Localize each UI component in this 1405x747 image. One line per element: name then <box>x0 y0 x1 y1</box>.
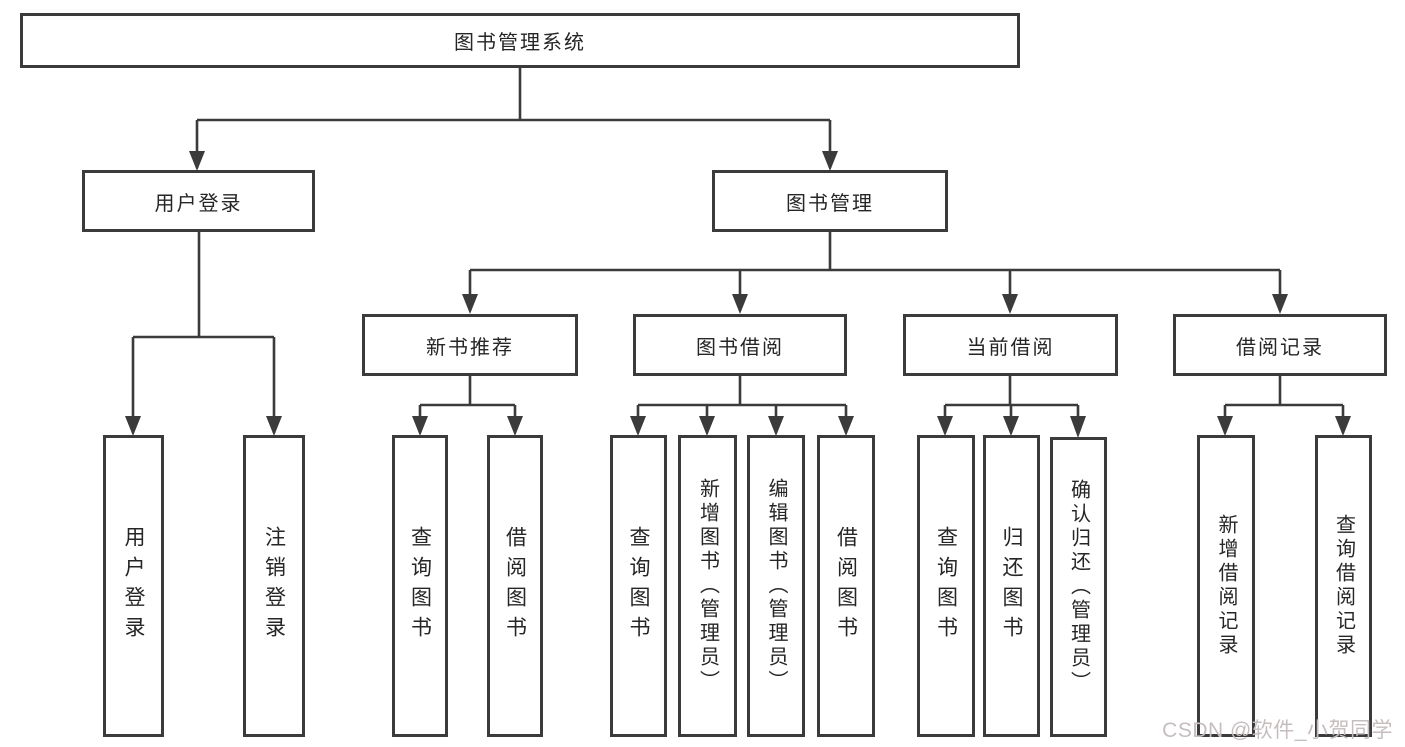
node-new-book-recommend: 新书推荐 <box>362 314 578 376</box>
leaf-query-borrow-record: 查询借阅记录 <box>1315 435 1372 737</box>
node-root-label: 图书管理系统 <box>454 32 586 54</box>
leaf-borrow-books-label: 借阅图书 <box>834 526 858 646</box>
leaf-edit-books-admin: 编辑图书（管理员） <box>747 435 805 737</box>
node-user-login: 用户登录 <box>82 170 315 232</box>
node-borrow-record-label: 借阅记录 <box>1236 336 1324 359</box>
csdn-watermark: CSDN @软件_小贺同学 <box>1162 719 1393 742</box>
leaf-borrow-books-recommend-label: 借阅图书 <box>503 526 527 646</box>
leaf-edit-books-admin-label: 编辑图书（管理员） <box>765 478 787 694</box>
leaf-borrow-books-recommend: 借阅图书 <box>487 435 543 737</box>
leaf-query-books-borrow-label: 查询图书 <box>627 526 650 646</box>
leaf-query-books-current-label: 查询图书 <box>934 526 958 646</box>
arrowheads <box>125 151 1351 438</box>
leaf-query-books-recommend: 查询图书 <box>392 435 448 737</box>
leaf-query-books-recommend-label: 查询图书 <box>408 526 432 646</box>
node-borrow-record: 借阅记录 <box>1173 314 1387 376</box>
node-book-borrow-label: 图书借阅 <box>696 336 784 359</box>
node-user-login-label: 用户登录 <box>154 192 243 215</box>
leaf-add-borrow-record-label: 新增借阅记录 <box>1215 514 1237 658</box>
node-book-borrow: 图书借阅 <box>633 314 847 376</box>
leaf-logout-login: 注销登录 <box>243 435 305 737</box>
leaf-confirm-return-admin: 确认归还（管理员） <box>1050 437 1107 737</box>
node-current-borrow: 当前借阅 <box>903 314 1118 376</box>
node-root: 图书管理系统 <box>20 13 1020 68</box>
leaf-return-books-label: 归还图书 <box>1000 526 1023 646</box>
leaf-query-borrow-record-label: 查询借阅记录 <box>1332 514 1355 658</box>
leaf-query-books-borrow: 查询图书 <box>610 435 667 737</box>
leaf-logout-login-label: 注销登录 <box>262 526 286 646</box>
leaf-user-login: 用户登录 <box>103 435 164 737</box>
leaf-query-books-current: 查询图书 <box>917 435 975 737</box>
leaf-borrow-books: 借阅图书 <box>817 435 875 737</box>
leaf-add-books-admin-label: 新增图书（管理员） <box>696 478 719 694</box>
leaf-confirm-return-admin-label: 确认归还（管理员） <box>1067 479 1090 695</box>
node-current-borrow-label: 当前借阅 <box>966 336 1055 359</box>
leaf-add-borrow-record: 新增借阅记录 <box>1197 435 1255 737</box>
leaf-return-books: 归还图书 <box>983 435 1040 737</box>
node-new-book-recommend-label: 新书推荐 <box>426 336 514 359</box>
leaf-user-login-label: 用户登录 <box>122 526 145 646</box>
leaf-add-books-admin: 新增图书（管理员） <box>678 435 737 737</box>
node-book-management: 图书管理 <box>712 170 948 232</box>
node-book-management-label: 图书管理 <box>786 192 874 215</box>
